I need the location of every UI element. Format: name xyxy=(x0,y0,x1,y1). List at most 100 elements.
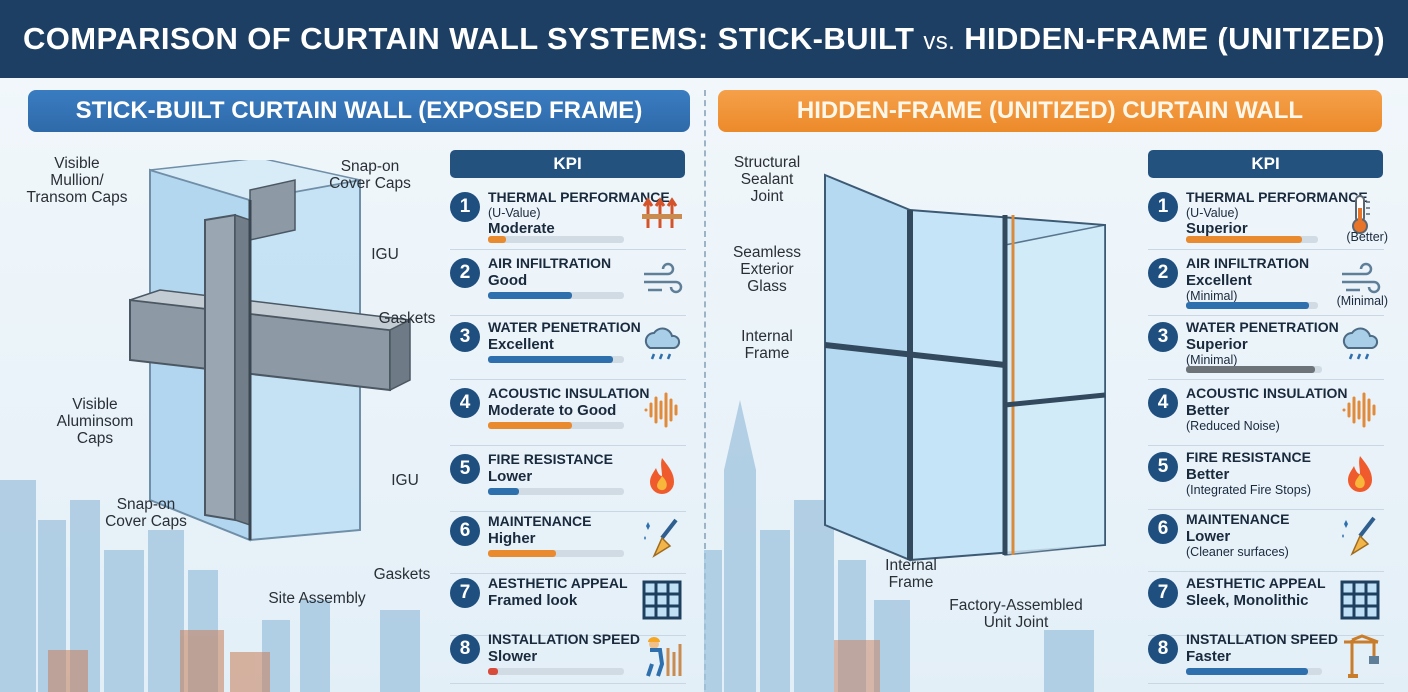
kpi-bar-fill xyxy=(1186,236,1303,243)
kpi-title: INSTALLATION SPEED xyxy=(1186,631,1338,647)
stick-built-frame-illustration xyxy=(129,160,413,542)
kpi-number: 5 xyxy=(450,454,480,484)
left-banner: STICK-BUILT CURTAIN WALL (EXPOSED FRAME) xyxy=(28,90,690,132)
kpi-bar-track xyxy=(488,422,624,429)
kpi-bar-track xyxy=(1186,668,1322,675)
heat-arrows-icon xyxy=(640,192,684,236)
kpi-value: Lower xyxy=(1186,528,1231,545)
page-title: COMPARISON OF CURTAIN WALL SYSTEMS: STIC… xyxy=(23,21,1385,57)
kpi-title: MAINTENANCE xyxy=(1186,511,1290,527)
rain-cloud-icon xyxy=(640,322,684,366)
kpi-bar-fill xyxy=(1186,366,1316,373)
kpi-title: AIR INFILTRATION xyxy=(488,255,612,271)
kpi-note: (Minimal) xyxy=(1186,353,1238,367)
kpi-value: Moderate to Good xyxy=(488,402,617,419)
kpi-title: ACOUSTIC INSULATION xyxy=(488,385,650,401)
kpi-bar-fill xyxy=(488,488,520,495)
kpi-bar-track xyxy=(488,550,624,557)
kpi-bar-track xyxy=(488,356,624,363)
flame-icon xyxy=(1338,452,1382,496)
kpi-bar-fill xyxy=(488,422,573,429)
kpi-bar-fill xyxy=(488,356,614,363)
kpi-side-note: (Better) xyxy=(1346,230,1388,244)
kpi-title: ACOUSTIC INSULATION xyxy=(1186,385,1348,401)
kpi-title: WATER PENETRATION xyxy=(488,319,641,335)
kpi-number: 6 xyxy=(1148,514,1178,544)
left-kpi-header: KPI xyxy=(450,150,685,178)
kpi-title: WATER PENETRATION xyxy=(1186,319,1339,335)
kpi-note: (Cleaner surfaces) xyxy=(1186,545,1289,559)
thermometer-icon xyxy=(1338,192,1382,236)
callout-site-assembly: Site Assembly xyxy=(268,590,366,607)
kpi-number: 2 xyxy=(450,258,480,288)
kpi-value: Slower xyxy=(488,648,538,665)
kpi-title: MAINTENANCE xyxy=(488,513,592,529)
kpi-note: (Reduced Noise) xyxy=(1186,419,1280,433)
kpi-title: AESTHETIC APPEAL xyxy=(1186,575,1326,591)
kpi-bar-track xyxy=(1186,302,1318,309)
kpi-title: THERMAL PERFORMANCE xyxy=(1186,189,1368,205)
worker-icon xyxy=(640,634,684,678)
kpi-number: 4 xyxy=(1148,388,1178,418)
window-grid-icon xyxy=(640,578,684,622)
kpi-value: Lower xyxy=(488,468,533,485)
panel-divider xyxy=(704,90,706,690)
right-banner: HIDDEN-FRAME (UNITIZED) CURTAIN WALL xyxy=(718,90,1382,132)
kpi-number: 7 xyxy=(450,578,480,608)
right-kpi-header: KPI xyxy=(1148,150,1383,178)
kpi-title: INSTALLATION SPEED xyxy=(488,631,640,647)
kpi-title: FIRE RESISTANCE xyxy=(1186,449,1311,465)
kpi-bar-fill xyxy=(488,236,506,243)
kpi-bar-track xyxy=(1186,366,1322,373)
sound-wave-icon xyxy=(640,388,684,432)
kpi-value: Sleek, Monolithic xyxy=(1186,592,1309,609)
kpi-value: Superior xyxy=(1186,220,1248,237)
kpi-title: FIRE RESISTANCE xyxy=(488,451,613,467)
title-part-1: COMPARISON OF CURTAIN WALL SYSTEMS: STIC… xyxy=(22,21,915,56)
kpi-bar-fill xyxy=(488,668,498,675)
kpi-bar-track xyxy=(1186,236,1318,243)
kpi-number: 3 xyxy=(450,322,480,352)
kpi-number: 8 xyxy=(1148,634,1178,664)
title-bar: COMPARISON OF CURTAIN WALL SYSTEMS: STIC… xyxy=(0,0,1408,78)
kpi-title: AESTHETIC APPEAL xyxy=(488,575,628,591)
kpi-side-note: (Minimal) xyxy=(1336,294,1388,308)
kpi-bar-track xyxy=(488,668,624,675)
kpi-bar-fill xyxy=(1186,668,1309,675)
kpi-title: THERMAL PERFORMANCE xyxy=(488,189,670,205)
kpi-value: Faster xyxy=(1186,648,1232,665)
kpi-value: Framed look xyxy=(488,592,578,609)
kpi-bar-fill xyxy=(488,292,573,299)
hidden-frame-illustration xyxy=(824,173,1106,562)
left-skyline-illustration xyxy=(0,480,420,692)
kpi-subtitle: (U-Value) xyxy=(488,206,541,220)
window-grid-icon xyxy=(1338,578,1382,622)
kpi-bar-track xyxy=(488,292,624,299)
rain-cloud-icon xyxy=(1338,322,1382,366)
kpi-number: 7 xyxy=(1148,578,1178,608)
kpi-number: 6 xyxy=(450,516,480,546)
kpi-bar-fill xyxy=(488,550,556,557)
sound-wave-icon xyxy=(1338,388,1382,432)
kpi-value: Higher xyxy=(488,530,536,547)
kpi-number: 8 xyxy=(450,634,480,664)
callout-igu-bottom: IGU xyxy=(391,472,419,489)
title-part-2: HIDDEN-FRAME (UNITIZED) xyxy=(964,21,1385,56)
kpi-number: 3 xyxy=(1148,322,1178,352)
